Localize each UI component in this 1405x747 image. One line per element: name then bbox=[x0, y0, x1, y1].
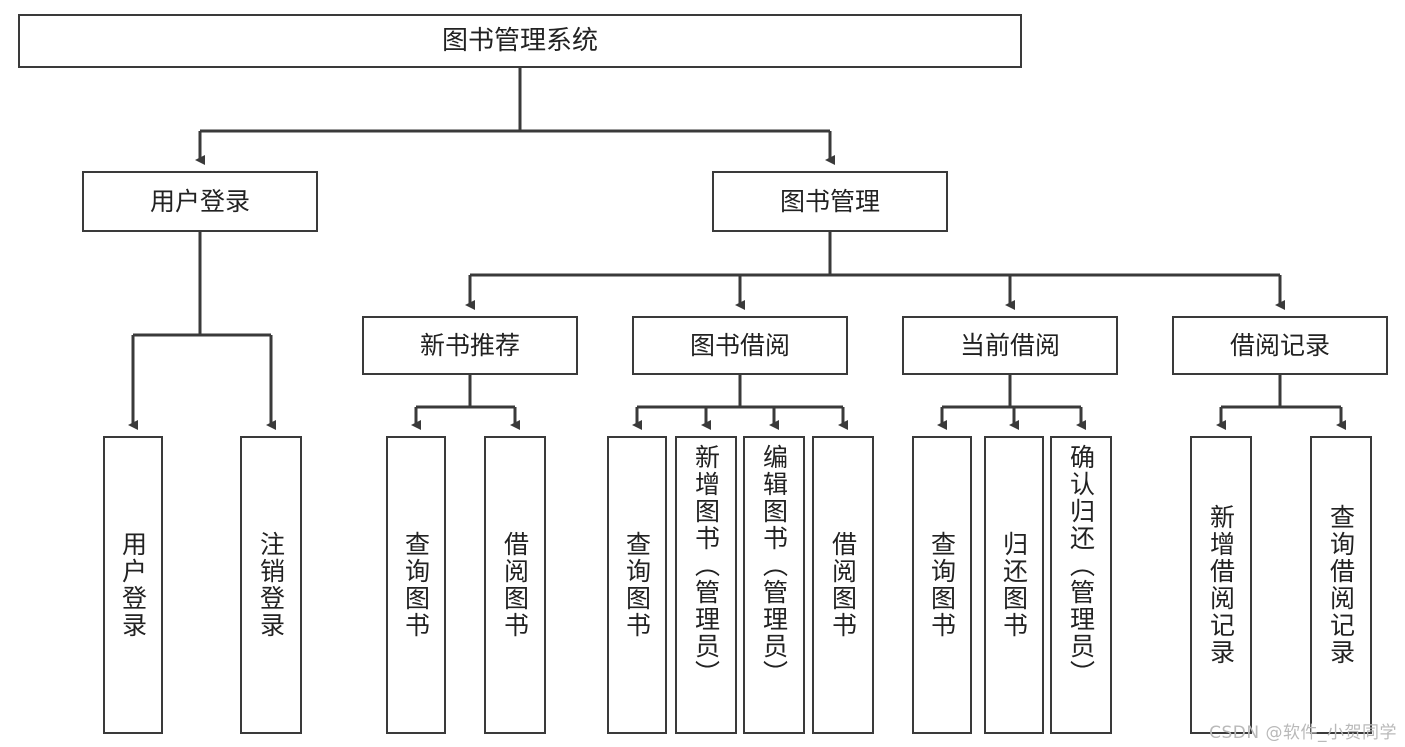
node-leaf-return-book[interactable]: 归还图书 bbox=[984, 436, 1044, 734]
vertical-text-wrap: 新增图书（管理员） bbox=[677, 438, 735, 732]
vertical-text-wrap: 借阅图书 bbox=[814, 438, 872, 732]
node-label: 新增图书（管理员） bbox=[691, 444, 721, 687]
vertical-text-wrap: 查询图书 bbox=[914, 438, 970, 732]
node-root-book-management-system[interactable]: 图书管理系统 bbox=[18, 14, 1022, 68]
vertical-text-wrap: 用户登录 bbox=[105, 438, 161, 732]
node-borrowing-record[interactable]: 借阅记录 bbox=[1172, 316, 1388, 375]
node-label: 注销登录 bbox=[256, 531, 286, 639]
node-book-management[interactable]: 图书管理 bbox=[712, 171, 948, 232]
node-label: 新书推荐 bbox=[419, 330, 520, 360]
node-leaf-query-book-borrow[interactable]: 查询图书 bbox=[607, 436, 667, 734]
node-label: 编辑图书（管理员） bbox=[759, 444, 789, 687]
node-leaf-user-login[interactable]: 用户登录 bbox=[103, 436, 163, 734]
vertical-text-wrap: 查询借阅记录 bbox=[1312, 438, 1370, 732]
node-leaf-query-book-current[interactable]: 查询图书 bbox=[912, 436, 972, 734]
node-label: 借阅图书 bbox=[828, 531, 858, 639]
node-leaf-borrow-book-recommend[interactable]: 借阅图书 bbox=[484, 436, 546, 734]
node-new-book-recommendation[interactable]: 新书推荐 bbox=[362, 316, 578, 375]
node-leaf-query-book-recommend[interactable]: 查询图书 bbox=[386, 436, 446, 734]
vertical-text-wrap: 查询图书 bbox=[388, 438, 444, 732]
node-label: 图书借阅 bbox=[689, 330, 790, 360]
node-leaf-edit-book-admin[interactable]: 编辑图书（管理员） bbox=[743, 436, 805, 734]
node-label: 借阅图书 bbox=[500, 531, 530, 639]
node-leaf-add-book-admin[interactable]: 新增图书（管理员） bbox=[675, 436, 737, 734]
node-label: 归还图书 bbox=[999, 531, 1029, 639]
node-label: 图书管理系统 bbox=[441, 25, 598, 56]
node-label: 确认归还（管理员） bbox=[1066, 444, 1096, 687]
node-leaf-add-borrow-record[interactable]: 新增借阅记录 bbox=[1190, 436, 1252, 734]
node-user-login[interactable]: 用户登录 bbox=[82, 171, 318, 232]
node-label: 查询图书 bbox=[401, 531, 431, 639]
node-leaf-confirm-return-admin[interactable]: 确认归还（管理员） bbox=[1050, 436, 1112, 734]
node-current-borrowing[interactable]: 当前借阅 bbox=[902, 316, 1118, 375]
node-label: 用户登录 bbox=[118, 531, 148, 639]
node-label: 图书管理 bbox=[779, 186, 880, 216]
node-leaf-query-borrow-record[interactable]: 查询借阅记录 bbox=[1310, 436, 1372, 734]
vertical-text-wrap: 编辑图书（管理员） bbox=[745, 438, 803, 732]
vertical-text-wrap: 借阅图书 bbox=[486, 438, 544, 732]
node-leaf-borrow-book[interactable]: 借阅图书 bbox=[812, 436, 874, 734]
node-label: 用户登录 bbox=[149, 186, 250, 216]
node-book-borrowing[interactable]: 图书借阅 bbox=[632, 316, 848, 375]
vertical-text-wrap: 注销登录 bbox=[242, 438, 300, 732]
csdn-watermark: CSDN @软件_小贺同学 bbox=[1209, 723, 1397, 743]
node-label: 查询图书 bbox=[622, 531, 652, 639]
node-label: 查询借阅记录 bbox=[1326, 504, 1356, 666]
node-label: 当前借阅 bbox=[959, 330, 1060, 360]
node-label: 查询图书 bbox=[927, 531, 957, 639]
vertical-text-wrap: 查询图书 bbox=[609, 438, 665, 732]
vertical-text-wrap: 确认归还（管理员） bbox=[1052, 438, 1110, 732]
vertical-text-wrap: 新增借阅记录 bbox=[1192, 438, 1250, 732]
node-label: 新增借阅记录 bbox=[1206, 504, 1236, 666]
node-leaf-logout[interactable]: 注销登录 bbox=[240, 436, 302, 734]
vertical-text-wrap: 归还图书 bbox=[986, 438, 1042, 732]
node-label: 借阅记录 bbox=[1229, 330, 1330, 360]
